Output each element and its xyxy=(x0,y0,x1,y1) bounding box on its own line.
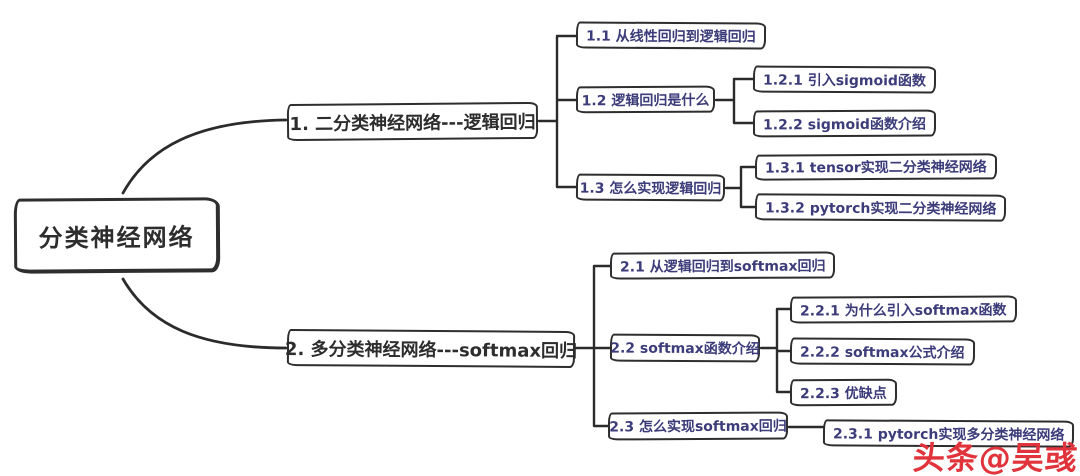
connector-node12-children xyxy=(714,77,755,125)
connector-root-to-branch2 xyxy=(121,277,288,350)
connector-node22-children xyxy=(759,307,792,394)
node-2-multiclass-classification[interactable]: 2. 多分类神经网络---softmax回归 xyxy=(285,328,577,369)
node-1-3[interactable]: 1.3 怎么实现逻辑回归 xyxy=(575,173,726,202)
node-1-3-2[interactable]: 1.3.2 pytorch实现二分类神经网络 xyxy=(754,193,1007,222)
node-2-3[interactable]: 2.3 怎么实现softmax回归 xyxy=(607,411,789,441)
node-2-2[interactable]: 2.2 softmax函数介绍 xyxy=(609,333,761,363)
node-2-1[interactable]: 2.1 从逻辑回归到softmax回归 xyxy=(609,251,836,280)
node-root[interactable]: 分类神经网络 xyxy=(13,197,220,273)
connector-root-to-branch1 xyxy=(121,118,288,195)
node-1-binary-classification[interactable]: 1. 二分类神经网络---逻辑回归 xyxy=(286,101,539,142)
node-1-3-1[interactable]: 1.3.1 tensor实现二分类神经网络 xyxy=(754,153,997,181)
node-2-2-2[interactable]: 2.2.2 softmax公式介绍 xyxy=(789,337,975,366)
node-2-2-1[interactable]: 2.2.1 为什么引入softmax函数 xyxy=(789,295,1017,324)
node-1-2-2[interactable]: 1.2.2 sigmoid函数介绍 xyxy=(752,109,936,138)
node-1-1[interactable]: 1.1 从线性回归到逻辑回归 xyxy=(575,21,766,50)
connector-branch2-children xyxy=(574,264,612,428)
node-1-2-1[interactable]: 1.2.1 引入sigmoid函数 xyxy=(752,65,936,94)
connector-node13-children xyxy=(724,165,757,209)
node-1-2[interactable]: 1.2 逻辑回归是什么 xyxy=(575,85,716,114)
connector-branch1-children xyxy=(537,34,578,189)
watermark-text: 头条@吴彧 xyxy=(911,439,1080,476)
node-2-2-3[interactable]: 2.2.3 优缺点 xyxy=(789,378,897,407)
